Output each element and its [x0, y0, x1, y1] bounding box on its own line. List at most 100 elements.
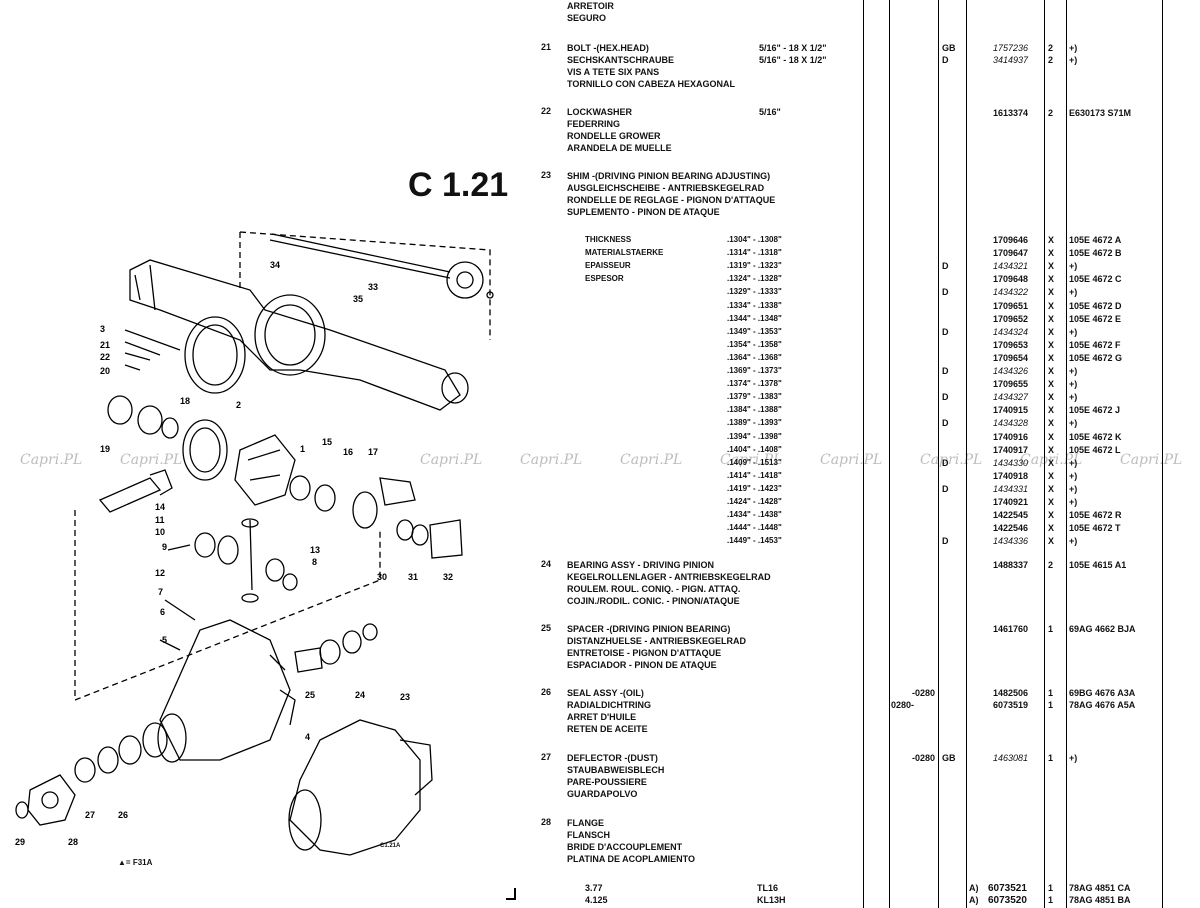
shim-thickness-range: .1344" - .1348" — [727, 313, 782, 323]
qty: X — [1048, 470, 1055, 481]
note: +) — [1069, 392, 1078, 403]
part-desc: BRIDE D'ACCOUPLEMENT — [567, 842, 683, 852]
shim-thickness-range: .1349" - .1353" — [727, 326, 782, 336]
shim-thickness-range: .1354" - .1358" — [727, 339, 782, 349]
callout-25: 25 — [305, 690, 315, 700]
callout-28: 28 — [68, 837, 78, 847]
callout-16: 16 — [343, 447, 353, 457]
part-no: 1613374 — [993, 108, 1029, 118]
note: 105E 4672 T — [1069, 523, 1121, 534]
callout-12: 12 — [155, 568, 165, 578]
shim-thickness-range: .1329" - .1333" — [727, 287, 782, 297]
note: +) — [1069, 379, 1078, 390]
part-no: 1740916 — [993, 431, 1029, 442]
callout-5: 5 — [162, 635, 167, 645]
qty: 1 — [1048, 753, 1054, 763]
part-desc: DISTANZHUELSE - ANTRIEBSKEGELRAD — [567, 636, 747, 646]
market-tag: GB — [942, 43, 956, 53]
callout-23: 23 — [400, 692, 410, 702]
watermark: Capri.PL — [920, 452, 983, 468]
market-tag: D — [942, 261, 949, 272]
part-desc: SECHSKANTSCHRAUBE — [567, 55, 675, 65]
part-no: 1740915 — [993, 405, 1029, 416]
shim-thickness-range: .1389" - .1393" — [727, 418, 782, 428]
callout-4: 4 — [305, 732, 310, 742]
note: 105E 4672 R — [1069, 510, 1122, 521]
note: 105E 4672 A — [1069, 235, 1122, 245]
part-no: 1709653 — [993, 339, 1029, 350]
qty: X — [1048, 379, 1055, 390]
thickness-label: MATERIALSTAERKE — [585, 248, 664, 257]
qty: X — [1048, 261, 1055, 272]
callout-30: 30 — [377, 572, 387, 582]
callout-21: 21 — [100, 340, 110, 350]
shim-thickness-range: .1324" - .1328" — [727, 274, 782, 284]
part-desc: PARE-POUSSIERE — [567, 777, 647, 787]
part-desc: VIS A TETE SIX PANS — [567, 67, 660, 77]
part-desc: BEARING ASSY - DRIVING PINION — [567, 560, 715, 570]
shim-thickness-range: .1444" - .1448" — [727, 523, 782, 533]
note: +) — [1069, 497, 1078, 507]
watermark: Capri.PL — [20, 452, 83, 468]
part-desc: GUARDAPOLVO — [567, 789, 638, 799]
part-desc: BOLT -(HEX.HEAD) — [567, 43, 649, 53]
shim-thickness-range: .1434" - .1438" — [727, 510, 782, 520]
part-desc: FLANSCH — [567, 830, 610, 840]
part-desc: LOCKWASHER — [567, 107, 632, 117]
serial-from: 0280- — [891, 700, 915, 710]
market-tag: D — [942, 392, 949, 403]
part-desc: RONDELLE DE REGLAGE - PIGNON D'ATTAQUE — [567, 195, 776, 205]
callout-3: 3 — [100, 324, 105, 334]
part-no: 1740918 — [993, 470, 1029, 481]
qty: 1 — [1048, 895, 1054, 905]
footnote: ▲= F31A — [118, 858, 153, 867]
shim-thickness-range: .1419" - .1423" — [727, 483, 782, 493]
part-no: 1757236 — [993, 43, 1029, 53]
market-tag: D — [942, 457, 949, 468]
part-no: 1434322 — [993, 287, 1029, 298]
serial-from: -0280 — [912, 753, 936, 763]
shim-thickness-range: .1314" - .1318" — [727, 248, 782, 258]
callout-14: 14 — [155, 502, 165, 512]
shim-thickness-range: .1364" - .1368" — [727, 352, 782, 362]
callout-34: 34 — [270, 260, 280, 270]
part-desc: ENTRETOISE - PIGNON D'ATTAQUE — [567, 648, 722, 658]
qty: X — [1048, 300, 1055, 311]
part-desc: SEAL ASSY -(OIL) — [567, 688, 644, 698]
market-tag: D — [942, 418, 949, 429]
callout-18: 18 — [180, 396, 190, 406]
part-number: 21 — [541, 42, 552, 52]
part-desc: RONDELLE GROWER — [567, 131, 661, 141]
note: 105E 4615 A1 — [1069, 560, 1127, 570]
watermark: Capri.PL — [420, 452, 483, 468]
callout-1: 1 — [300, 444, 305, 454]
qty: X — [1048, 274, 1055, 285]
qty: 1 — [1048, 883, 1054, 893]
qty: X — [1048, 510, 1055, 521]
part-desc: ARRETOIR — [567, 1, 614, 11]
thickness-label: EPAISSEUR — [585, 261, 631, 270]
part-no: 1422545 — [993, 510, 1029, 521]
qty: X — [1048, 248, 1055, 259]
callout-6: 6 — [160, 607, 165, 617]
note: 69AG 4662 BJA — [1069, 624, 1136, 634]
part-desc: PLATINA DE ACOPLAMIENTO — [567, 854, 695, 864]
ratio: 3.77 — [585, 883, 603, 893]
part-desc: FLANGE — [567, 818, 604, 828]
page-code: C 1.21 — [408, 166, 509, 204]
shim-thickness-range: .1424" - .1428" — [727, 497, 782, 506]
part-no: 1709652 — [993, 313, 1029, 324]
watermark: Capri.PL — [520, 452, 583, 468]
shim-thickness-range: .1319" - .1323" — [727, 261, 782, 271]
market-tag: D — [942, 366, 949, 376]
note: 78AG 4676 A5A — [1069, 700, 1136, 710]
qty: X — [1048, 352, 1055, 363]
qty: 2 — [1048, 108, 1054, 118]
market-tag: D — [942, 483, 949, 494]
note: +) — [1069, 457, 1078, 468]
part-no: 1461760 — [993, 624, 1029, 634]
part-no: 1434331 — [993, 483, 1029, 494]
qty: 1 — [1048, 688, 1054, 698]
note: +) — [1069, 470, 1078, 481]
part-number: 28 — [541, 817, 552, 827]
